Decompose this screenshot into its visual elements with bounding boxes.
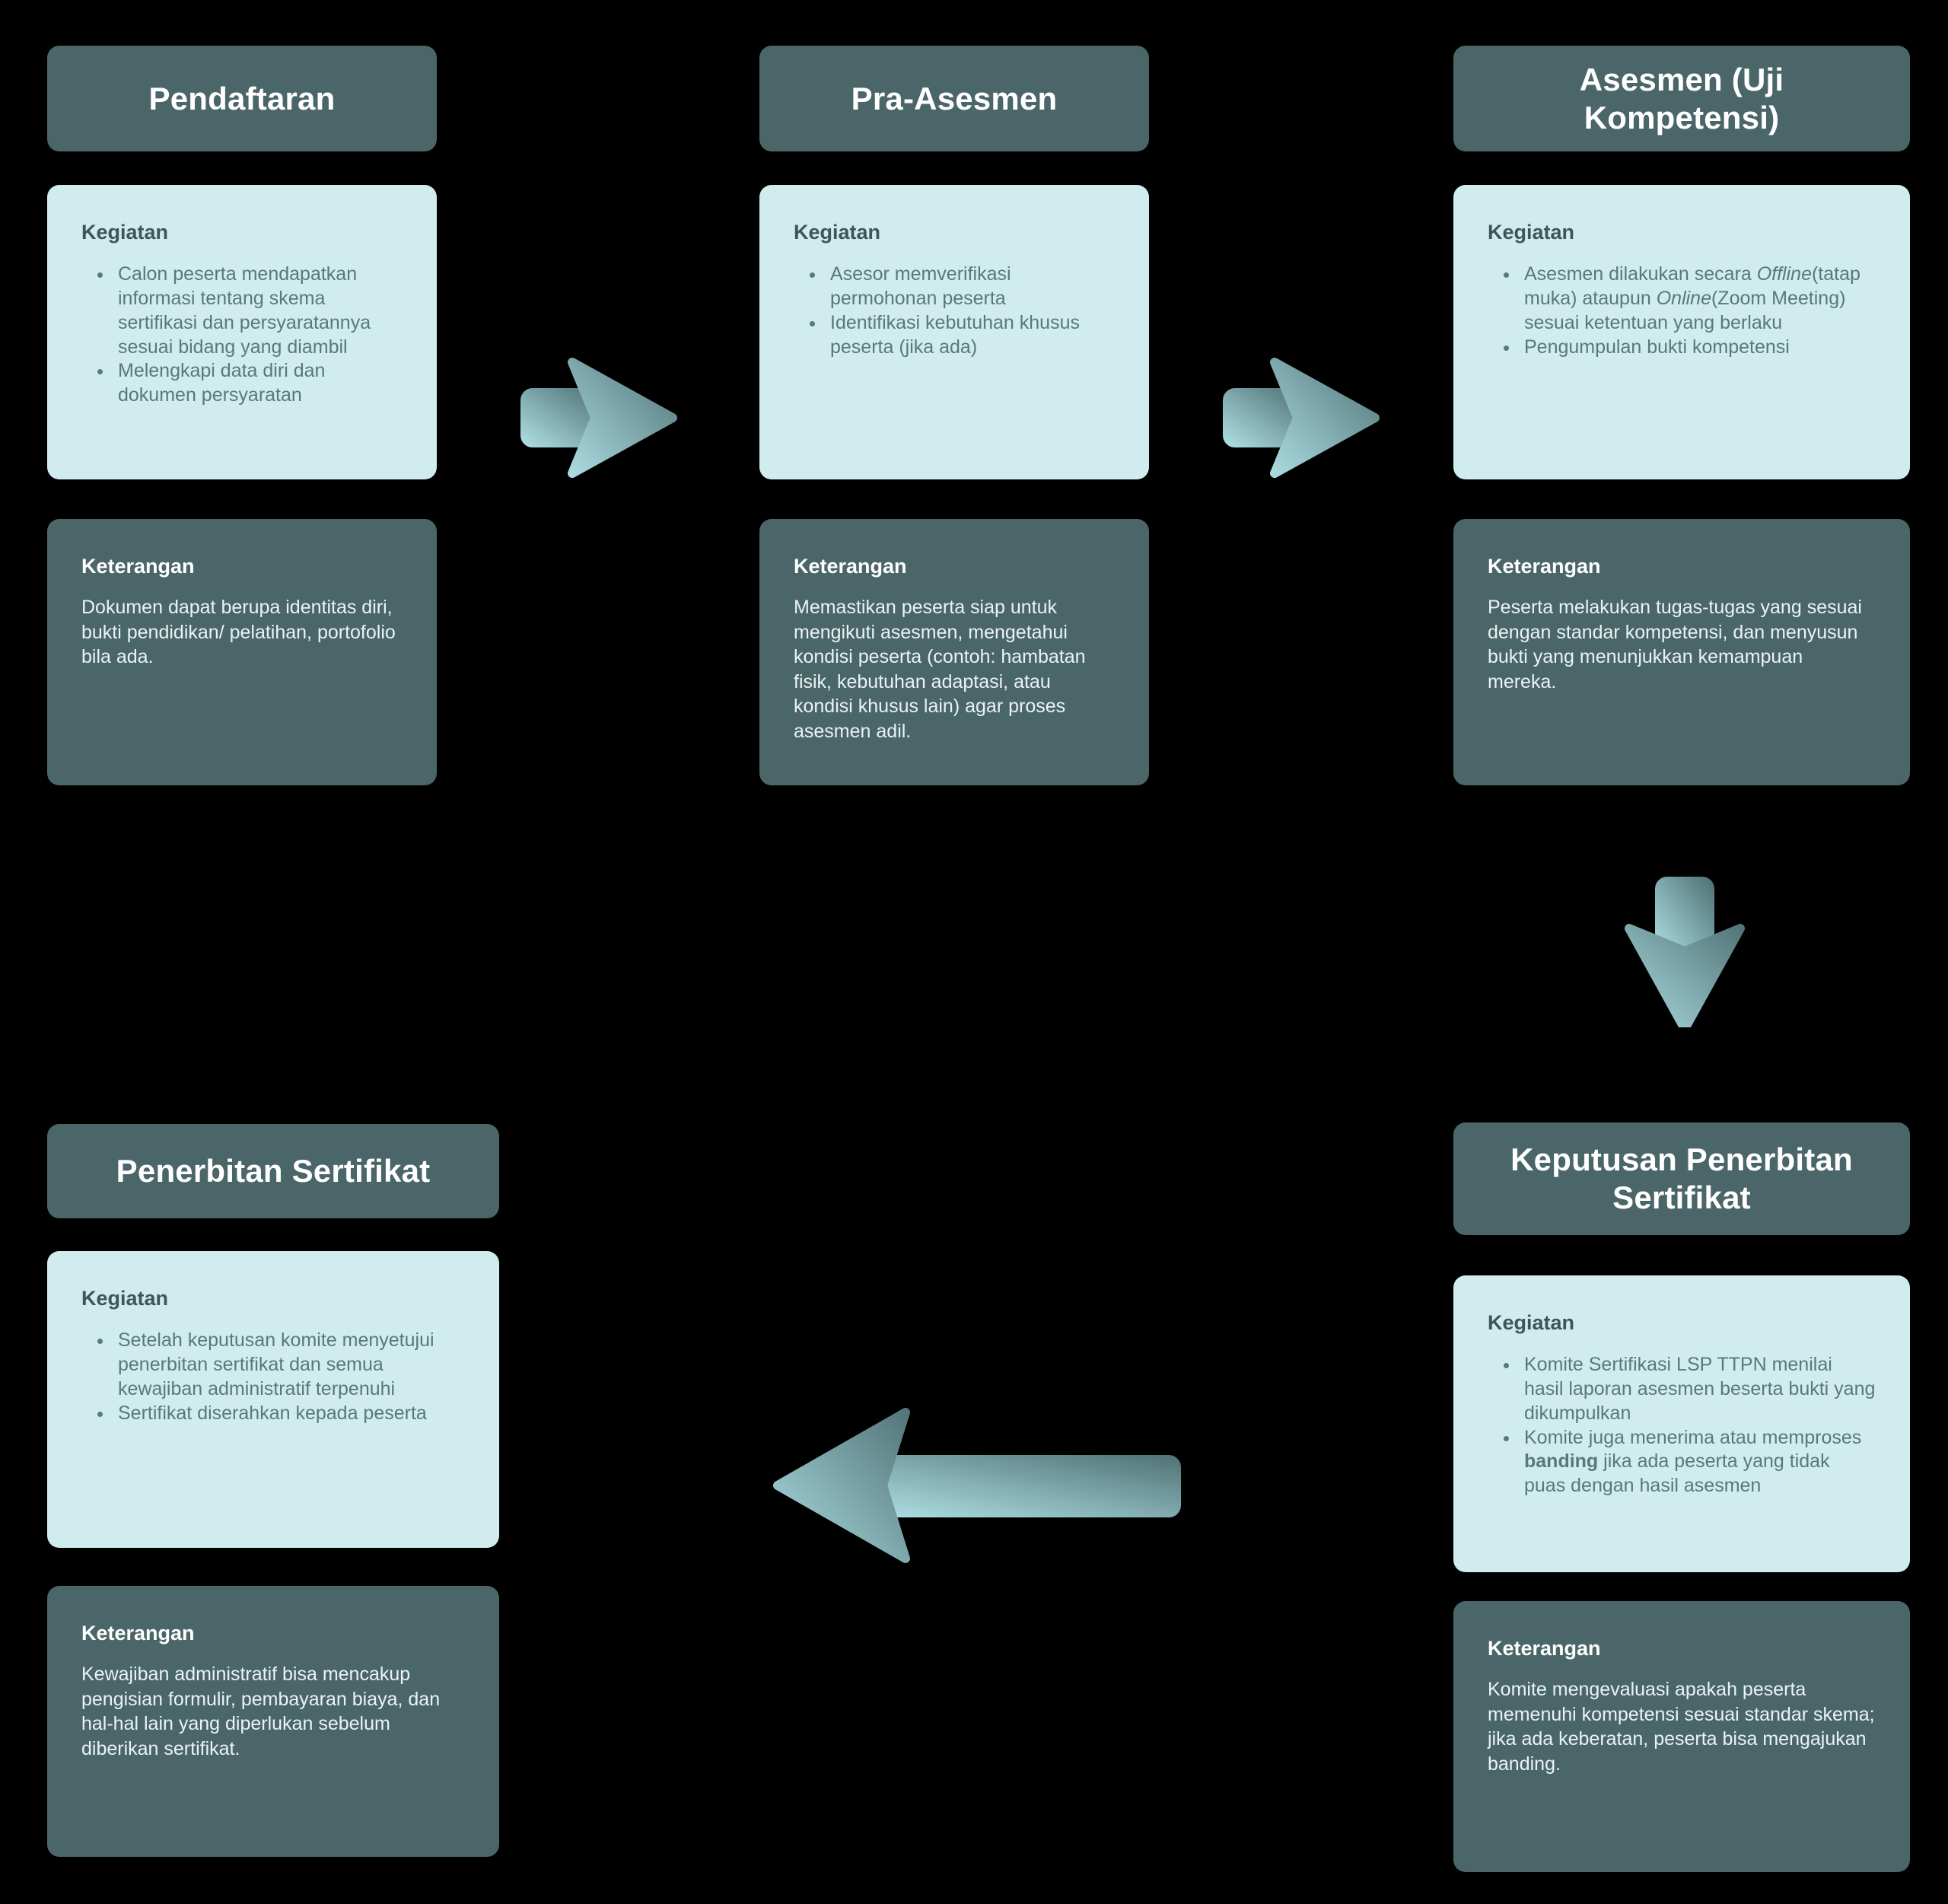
kegiatan-bullet-item: Asesmen dilakukan secara Offline(tatap m… [1520,263,1876,335]
keterangan-text: Kewajiban administratif bisa mencakup pe… [81,1664,441,1759]
kegiatan-bullet-item: Setelah keputusan komite menyetujui pene… [113,1329,465,1401]
stage-penerbitan-sertifikat: Penerbitan Sertifikat Kegiatan Setelah k… [47,0,499,1904]
arrow-down-icon [1623,875,1746,1027]
kegiatan-bullet-item: Identifikasi kebutuhan khusus peserta (j… [826,311,1115,360]
stage-title: Asesmen (Uji Kompetensi) [1579,61,1784,135]
kegiatan-bullet-item: Asesor memverifikasi permohonan peserta [826,263,1115,311]
stage-asesmen: Asesmen (Uji Kompetensi) Kegiatan Asesme… [1453,0,1910,1904]
stage-keputusan-keterangan-card: Keterangan Komite mengevaluasi apakah pe… [1453,1601,1910,1872]
keterangan-heading: Keterangan [1488,555,1601,578]
stage-pendaftaran-keterangan-card: Keterangan Dokumen dapat berupa identita… [47,519,437,785]
kegiatan-bullet-item: Calon peserta mendapatkan informasi tent… [113,263,403,359]
kegiatan-list: Setelah keputusan komite menyetujui pene… [81,1329,465,1425]
arrow-left-icon [772,1405,1182,1566]
keterangan-text: Dokumen dapat berupa identitas diri, buk… [81,597,396,668]
kegiatan-heading: Kegiatan [81,1287,169,1310]
keterangan-text: Komite mengevaluasi apakah peserta memen… [1488,1679,1875,1775]
keterangan-heading: Keterangan [81,1622,195,1645]
stage-asesmen-keterangan-card: Keterangan Peserta melakukan tugas-tugas… [1453,519,1910,785]
stage-pra-asesmen-header: Pra-Asesmen [759,46,1149,151]
stage-pra-asesmen-keterangan-card: Keterangan Memastikan peserta siap untuk… [759,519,1149,785]
stage-pendaftaran: Pendaftaran Kegiatan Calon peserta menda… [47,0,437,1904]
kegiatan-heading: Kegiatan [794,221,881,244]
stage-penerbitan-keterangan-card: Keterangan Kewajiban administratif bisa … [47,1586,499,1857]
stage-title: Keputusan Penerbitan Sertifikat [1510,1141,1853,1215]
kegiatan-bullet-item: Komite juga menerima atau memproses band… [1520,1426,1876,1498]
keterangan-text: Memastikan peserta siap untuk mengikuti … [794,597,1086,742]
stage-title: Pendaftaran [148,80,336,116]
kegiatan-heading: Kegiatan [81,221,169,244]
keterangan-heading: Keterangan [794,555,907,578]
stage-penerbitan-header: Penerbitan Sertifikat [47,1124,499,1218]
stage-title: Pra-Asesmen [851,80,1058,116]
stage-keputusan-kegiatan-card: Kegiatan Komite Sertifikasi LSP TTPN men… [1453,1275,1910,1572]
kegiatan-bullet-item: Komite Sertifikasi LSP TTPN menilai hasi… [1520,1353,1876,1425]
kegiatan-list: Asesmen dilakukan secara Offline(tatap m… [1488,263,1876,359]
arrow-right-icon [519,356,679,479]
stage-pendaftaran-header: Pendaftaran [47,46,437,151]
stage-keputusan-penerbitan: Keputusan Penerbitan Sertifikat Kegiatan… [1453,0,1910,1904]
stage-asesmen-kegiatan-card: Kegiatan Asesmen dilakukan secara Offlin… [1453,185,1910,479]
kegiatan-list: Komite Sertifikasi LSP TTPN menilai hasi… [1488,1353,1876,1498]
kegiatan-list: Calon peserta mendapatkan informasi tent… [81,263,403,408]
kegiatan-heading: Kegiatan [1488,221,1575,244]
arrow-right-icon [1221,356,1381,479]
keterangan-text: Peserta melakukan tugas-tugas yang sesua… [1488,597,1862,693]
keterangan-heading: Keterangan [81,555,195,578]
stage-keputusan-header: Keputusan Penerbitan Sertifikat [1453,1122,1910,1235]
keterangan-heading: Keterangan [1488,1637,1601,1660]
stage-pra-asesmen: Pra-Asesmen Kegiatan Asesor memverifikas… [759,0,1149,1904]
kegiatan-bullet-item: Pengumpulan bukti kompetensi [1520,336,1876,360]
stage-pra-asesmen-kegiatan-card: Kegiatan Asesor memverifikasi permohonan… [759,185,1149,479]
stage-asesmen-header: Asesmen (Uji Kompetensi) [1453,46,1910,151]
kegiatan-heading: Kegiatan [1488,1311,1575,1334]
stage-penerbitan-kegiatan-card: Kegiatan Setelah keputusan komite menyet… [47,1251,499,1548]
stage-title: Penerbitan Sertifikat [116,1153,431,1189]
kegiatan-list: Asesor memverifikasi permohonan pesertaI… [794,263,1115,359]
kegiatan-bullet-item: Sertifikat diserahkan kepada peserta [113,1402,465,1426]
kegiatan-bullet-item: Melengkapi data diri dan dokumen persyar… [113,359,403,408]
stage-pendaftaran-kegiatan-card: Kegiatan Calon peserta mendapatkan infor… [47,185,437,479]
